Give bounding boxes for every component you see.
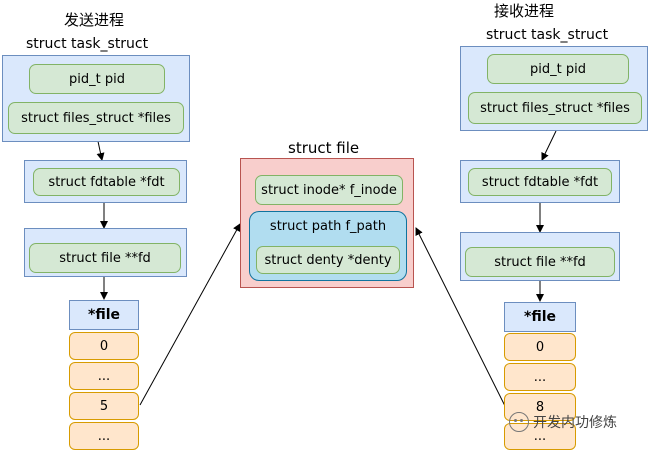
receiver-fd-slot: ...: [504, 363, 576, 391]
arrow-sender-slot-to-file: [139, 223, 241, 406]
sender-file-array-header: *file: [69, 300, 139, 330]
receiver-fdtable: struct file **fd: [460, 232, 620, 281]
wechat-icon: [509, 412, 529, 432]
receiver-fd-slot: 0: [504, 333, 576, 361]
sender-fdtable: struct file **fd: [24, 228, 187, 277]
sender-fd-slot: ...: [69, 362, 139, 390]
watermark: 开发内功修炼: [509, 412, 617, 432]
receiver-fd-field: struct file **fd: [465, 247, 615, 277]
receiver-files-field: struct files_struct *files: [468, 92, 642, 124]
receiver-task-struct-label: struct task_struct: [486, 27, 609, 43]
sender-task-struct: pid_t pid struct files_struct *files: [2, 55, 190, 142]
sender-files-field: struct files_struct *files: [8, 102, 184, 134]
file-inode-field: struct inode* f_inode: [255, 175, 403, 205]
sender-files-struct: struct fdtable *fdt: [24, 160, 187, 203]
sender-fd-slot: ...: [69, 422, 139, 450]
file-denty-field: struct denty *denty: [256, 246, 400, 274]
watermark-text: 开发内功修炼: [533, 415, 617, 431]
arrow-receiver-slot-to-file: [415, 227, 506, 407]
file-path-label: struct path f_path: [269, 219, 387, 234]
file-path-struct: struct path f_path struct denty *denty: [249, 211, 407, 281]
sender-fd-field: struct file **fd: [29, 243, 181, 273]
sender-fd-slot: 0: [69, 332, 139, 360]
receiver-file-array-header: *file: [504, 302, 576, 332]
sender-fdtable-field: struct fdtable *fdt: [33, 168, 180, 196]
sender-fd-slot: 5: [69, 392, 139, 420]
receiver-task-struct: pid_t pid struct files_struct *files: [460, 46, 648, 131]
file-title: struct file: [288, 139, 360, 157]
receiver-fdtable-field: struct fdtable *fdt: [468, 168, 612, 196]
struct-file: struct inode* f_inode struct path f_path…: [240, 158, 414, 288]
receiver-files-struct: struct fdtable *fdt: [460, 160, 620, 203]
receiver-pid-field: pid_t pid: [487, 54, 629, 84]
arrow-receiver-files-to-fdtable: [541, 130, 557, 161]
sender-task-struct-label: struct task_struct: [26, 36, 149, 52]
receiver-title: 接收进程: [494, 2, 555, 20]
sender-title: 发送进程: [64, 11, 125, 29]
sender-pid-field: pid_t pid: [29, 64, 165, 94]
